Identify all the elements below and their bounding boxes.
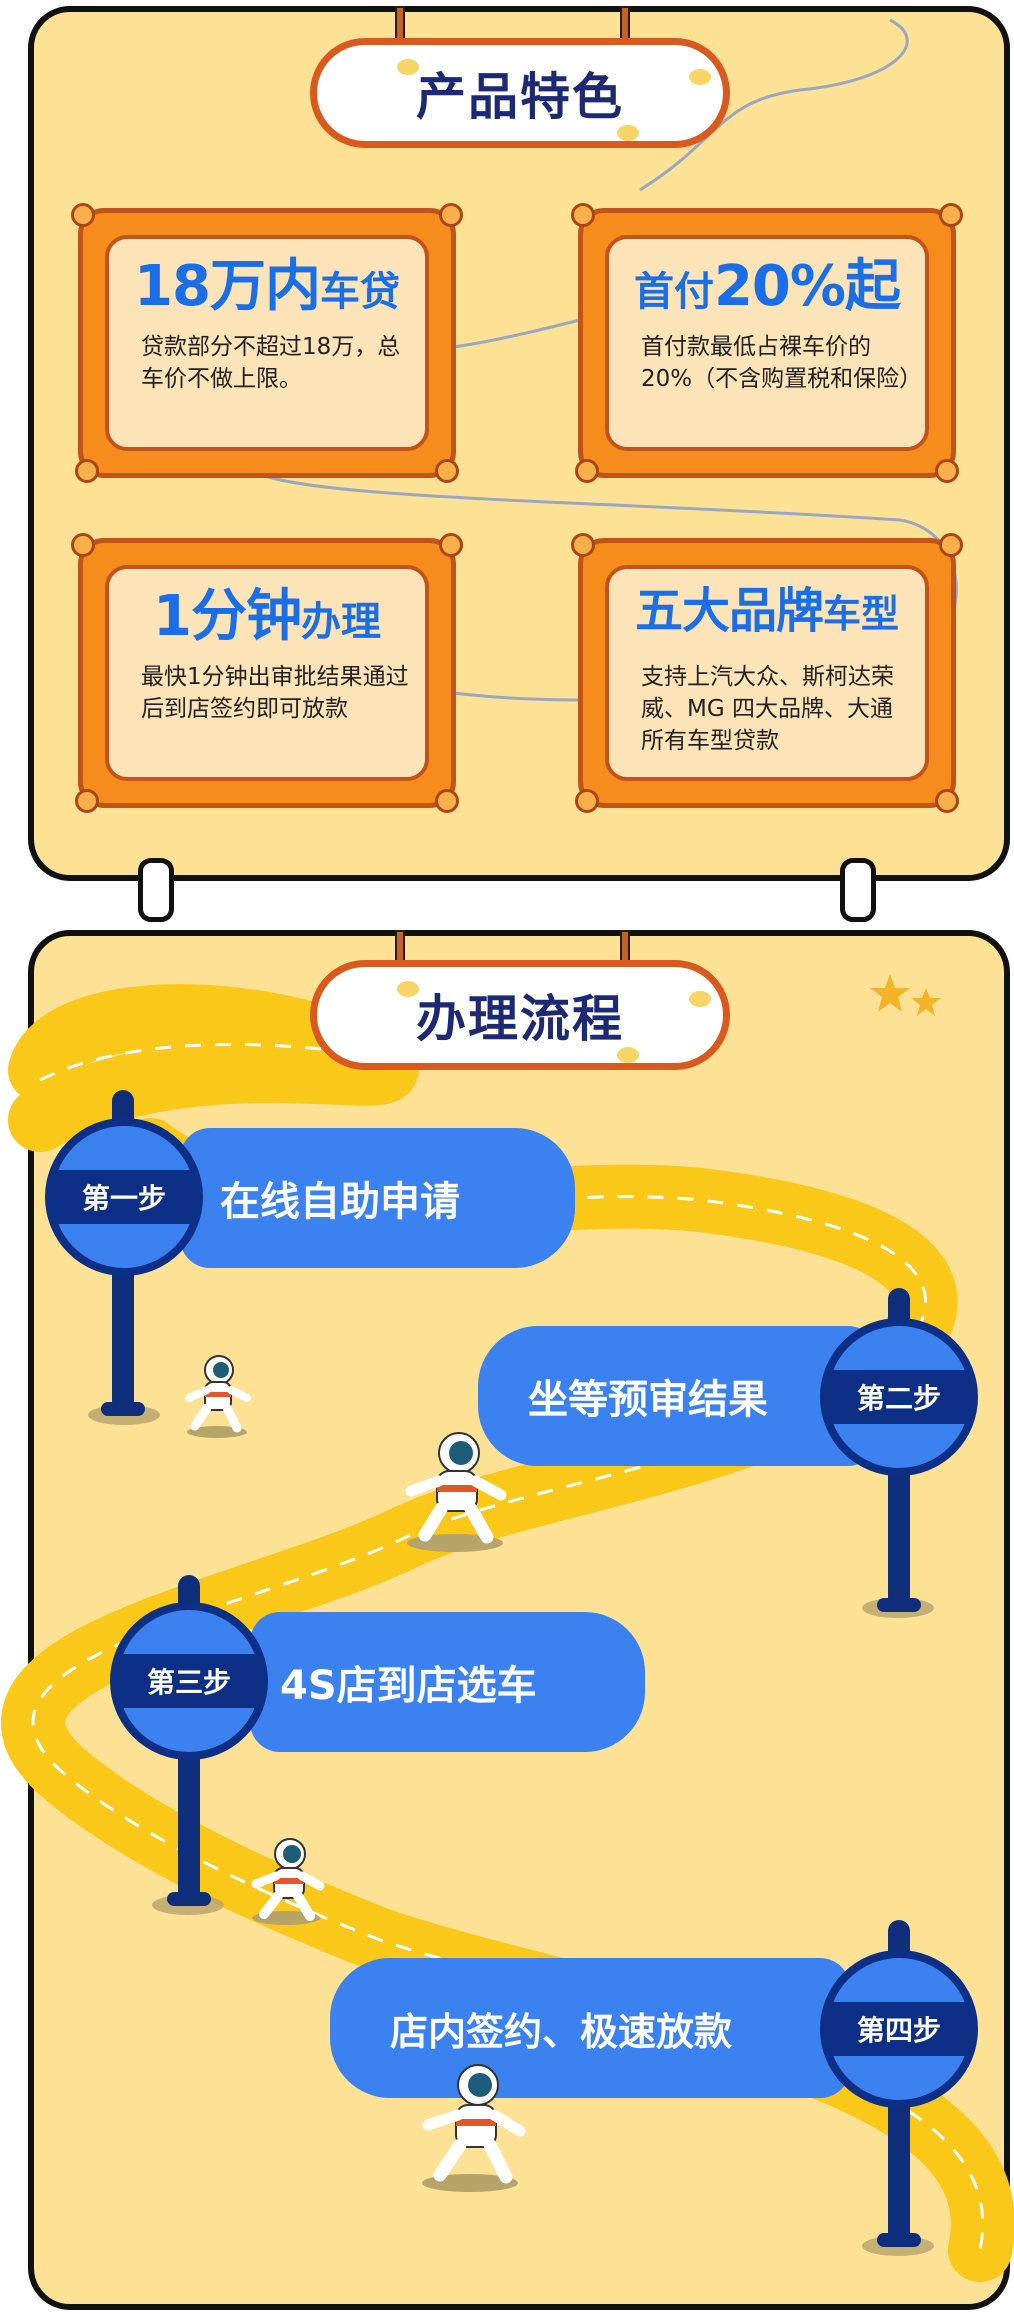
step-1-badge: 第一步 bbox=[53, 1170, 195, 1224]
pushpin-icon bbox=[575, 789, 599, 813]
feature-card-loan-limit: 18万内车贷 贷款部分不超过18万，总车价不做上限。 bbox=[71, 203, 463, 483]
card-description: 首付款最低占裸车价的20%（不含购置税和保险） bbox=[641, 334, 923, 392]
astronaut-icon bbox=[422, 2064, 526, 2192]
step-4-text: 店内签约、极速放款 bbox=[390, 2009, 733, 2054]
signpost-base bbox=[101, 1402, 145, 1416]
card-inner bbox=[105, 565, 429, 781]
decor-dot bbox=[689, 991, 711, 1007]
pushpin-icon bbox=[935, 459, 959, 483]
pushpin-icon bbox=[435, 789, 459, 813]
process-title-pill: 办理流程 bbox=[310, 960, 730, 1070]
headline-small: 首付 bbox=[633, 269, 714, 315]
headline-small: 车型 bbox=[823, 592, 900, 636]
pushpin-icon bbox=[575, 459, 599, 483]
pushpin-icon bbox=[71, 533, 95, 557]
feature-card-fast-approval: 1分钟办理 最快1分钟出审批结果通过后到店签约即可放款 bbox=[71, 533, 463, 813]
astronaut-icon bbox=[405, 1432, 507, 1552]
card-inner bbox=[605, 235, 929, 451]
step-2-text: 坐等预审结果 bbox=[528, 1377, 768, 1423]
signpost-base bbox=[167, 1892, 211, 1906]
feature-card-down-payment: 首付20%起 首付款最低占裸车价的20%（不含购置税和保险） bbox=[571, 203, 963, 483]
step-3-sign: 第三步 bbox=[110, 1602, 268, 1760]
card-description: 贷款部分不超过18万，总车价不做上限。 bbox=[141, 334, 401, 392]
pushpin-icon bbox=[939, 533, 963, 557]
step-2-banner: 坐等预审结果 bbox=[478, 1326, 878, 1466]
features-title: 产品特色 bbox=[416, 68, 624, 126]
feature-card-brands: 五大品牌车型 支持上汽大众、斯柯达荣威、MG 四大品牌、大通所有车型贷款 bbox=[571, 533, 963, 813]
step-1-banner: 在线自助申请 bbox=[180, 1128, 575, 1268]
decor-dot bbox=[689, 69, 711, 85]
pushpin-icon bbox=[439, 203, 463, 227]
astronaut-icon bbox=[185, 1355, 251, 1438]
pushpin-icon bbox=[571, 203, 595, 227]
headline-large: 1分钟 bbox=[153, 584, 302, 649]
step-2-sign: 第二步 bbox=[820, 1318, 978, 1476]
card-description: 最快1分钟出审批结果通过后到店签约即可放款 bbox=[141, 664, 409, 722]
card-headline: 1分钟办理 bbox=[83, 571, 451, 652]
headline-small: 办理 bbox=[300, 599, 381, 645]
pushpin-icon bbox=[75, 789, 99, 813]
card-description: 支持上汽大众、斯柯达荣威、MG 四大品牌、大通所有车型贷款 bbox=[641, 664, 894, 754]
step-4-banner: 店内签约、极速放款 bbox=[330, 1958, 850, 2098]
pushpin-icon bbox=[935, 789, 959, 813]
step-3-badge: 第三步 bbox=[118, 1654, 260, 1708]
step-3-text: 4S店到店选车 bbox=[280, 1663, 537, 1709]
pushpin-icon bbox=[435, 459, 459, 483]
pushpin-icon bbox=[439, 533, 463, 557]
decor-dot bbox=[397, 981, 419, 997]
step-2-badge: 第二步 bbox=[828, 1370, 970, 1424]
headline-large: 20%起 bbox=[713, 254, 901, 319]
card-inner bbox=[605, 565, 929, 781]
decor-dot bbox=[617, 1047, 639, 1063]
step-4-badge: 第四步 bbox=[828, 2002, 970, 2056]
step-1-sign: 第一步 bbox=[45, 1118, 203, 1276]
headline-small: 车贷 bbox=[319, 269, 400, 315]
decor-dot bbox=[617, 125, 639, 141]
card-inner bbox=[105, 235, 429, 451]
pushpin-icon bbox=[75, 459, 99, 483]
connector-clip bbox=[840, 858, 876, 922]
connector-clip bbox=[138, 858, 174, 922]
card-headline: 五大品牌车型 bbox=[583, 571, 951, 641]
star-icon bbox=[870, 974, 941, 1016]
signpost-base bbox=[877, 2233, 921, 2247]
decor-dot bbox=[397, 59, 419, 75]
card-headline: 首付20%起 bbox=[583, 241, 951, 322]
card-headline: 18万内车贷 bbox=[83, 241, 451, 322]
signpost-base bbox=[877, 1598, 921, 1612]
step-1-text: 在线自助申请 bbox=[220, 1179, 460, 1225]
step-4-sign: 第四步 bbox=[820, 1950, 978, 2108]
pushpin-icon bbox=[71, 203, 95, 227]
headline-large: 五大品牌 bbox=[634, 583, 824, 639]
process-title: 办理流程 bbox=[416, 990, 624, 1048]
pushpin-icon bbox=[939, 203, 963, 227]
headline-large: 18万内 bbox=[134, 254, 321, 319]
features-title-pill: 产品特色 bbox=[310, 38, 730, 148]
astronaut-icon bbox=[251, 1838, 325, 1925]
step-3-banner: 4S店到店选车 bbox=[250, 1612, 645, 1752]
pushpin-icon bbox=[571, 533, 595, 557]
